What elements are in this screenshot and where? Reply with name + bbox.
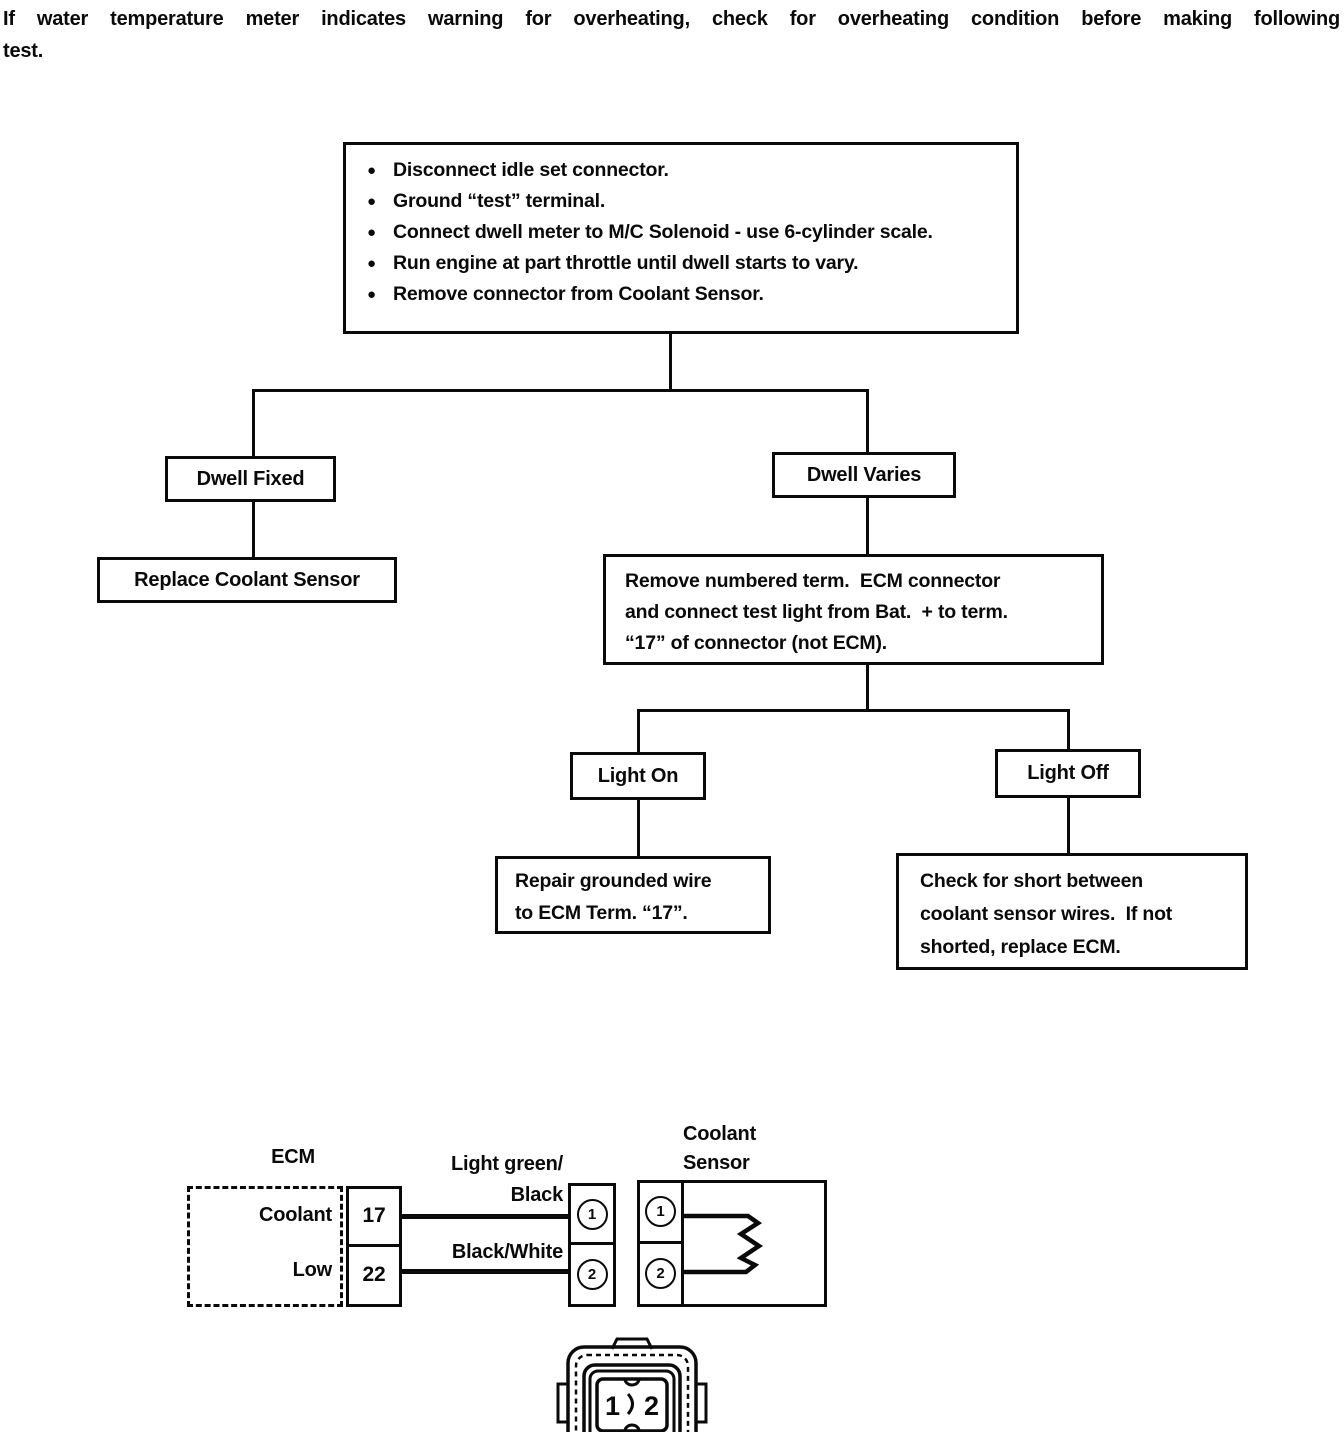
connector-line [637,709,640,754]
connector-line [637,798,640,858]
dwell-varies-box: Dwell Varies [772,452,956,498]
pin-2-circle-icon: 2 [645,1258,676,1290]
bullet-icon: ● [367,255,376,272]
connector-line [252,389,869,392]
remove-term-box: Remove numbered term. ECM connector and … [603,554,1104,665]
procedure-step: ● Connect dwell meter to M/C Solenoid - … [367,217,1002,248]
sensor-pin-2: 2 [640,1244,681,1305]
coolant-sensor-label: Coolant Sensor [683,1123,757,1174]
connector-line [866,497,869,555]
ecm-dashed-box [187,1186,343,1307]
wire1-color-label-line1: Light green/ [450,1153,563,1175]
ecm-pin-low-label: Low [292,1259,333,1281]
face-pin-1: 1 [605,1391,620,1421]
wire-22-to-pin2 [402,1269,568,1274]
light-off-box: Light Off [995,749,1141,798]
wire-17-to-pin1 [402,1214,568,1219]
pin-1-circle-icon: 1 [645,1196,676,1228]
repair-wire-box: Repair grounded wire to ECM Term. “17”. [495,856,771,934]
check-short-box: Check for short between coolant sensor w… [896,853,1248,970]
wire1-color-label-line2: Black [510,1184,564,1206]
connector-line [669,331,672,392]
terminal-22: 22 [362,1263,386,1287]
connector-line [637,709,1070,712]
connector-line [1067,709,1070,750]
procedure-box: ● Disconnect idle set connector. ● Groun… [343,142,1019,334]
replace-coolant-sensor-box: Replace Coolant Sensor [97,557,397,603]
procedure-step-list: ● Disconnect idle set connector. ● Groun… [346,145,1016,310]
intro-text-line1: If water temperature meter indicates war… [3,8,1340,30]
dwell-fixed-box: Dwell Fixed [165,456,336,502]
procedure-step: ● Remove connector from Coolant Sensor. [367,279,1002,310]
pin-2-circle-icon: 2 [576,1259,608,1290]
ecm-terminal-block: 17 22 [346,1186,402,1307]
bullet-icon: ● [367,224,376,241]
harness-pin-2: 2 [571,1245,613,1304]
connector-line [252,501,255,558]
light-on-box: Light On [570,752,706,800]
wire2-color-label: Black/White [451,1241,563,1263]
terminal-17: 17 [349,1189,399,1247]
pin-1-circle-icon: 1 [576,1198,608,1230]
bullet-icon: ● [367,286,376,303]
intro-text-line2: test. [3,40,44,62]
ecm-label: ECM [271,1146,315,1168]
procedure-step: ● Disconnect idle set connector. [367,155,1002,186]
procedure-step: ● Ground “test” terminal. [367,186,1002,217]
face-pin-2: 2 [644,1391,659,1421]
connector-line [1067,796,1070,855]
bullet-icon: ● [367,193,376,210]
ecm-pin-coolant-label: Coolant [258,1204,332,1226]
procedure-step: ● Run engine at part throttle until dwel… [367,248,1002,279]
connector-line [252,389,255,458]
harness-connector: 1 2 [568,1183,616,1307]
connector-line [866,664,869,711]
coolant-sensor-body: 1 2 [637,1180,827,1307]
sensor-pin-1: 1 [640,1183,681,1244]
connector-face-icon: 1 2 [556,1337,708,1432]
sensor-pin-strip: 1 2 [640,1183,684,1304]
harness-pin-1: 1 [571,1186,613,1245]
resistor-element-icon [684,1213,764,1275]
bullet-icon: ● [367,162,376,179]
connector-line [866,389,869,453]
